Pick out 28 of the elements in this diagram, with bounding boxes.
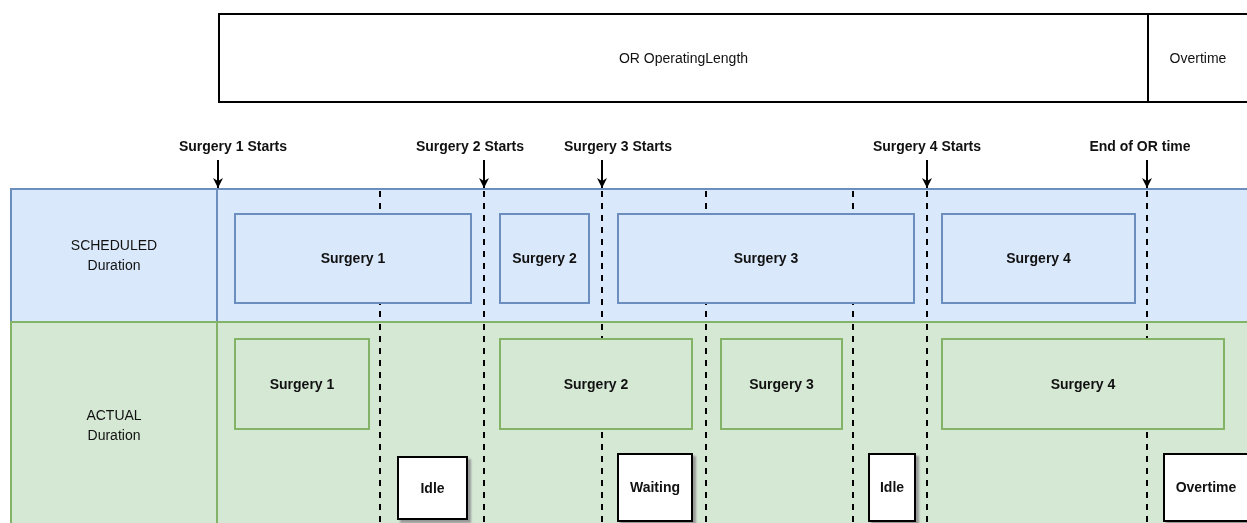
actual-surgery-box: Surgery 1 — [234, 338, 370, 430]
actual-surgery-box: Surgery 2 — [499, 338, 693, 430]
gap-box: Overtime — [1163, 453, 1247, 522]
actual-surgery-box: Surgery 3 — [720, 338, 843, 430]
event-label: Surgery 2 Starts — [396, 136, 544, 156]
event-label: Surgery 3 Starts — [544, 136, 692, 156]
gap-box: Waiting — [617, 453, 693, 522]
swimlane-band — [10, 188, 1247, 323]
lane-label: ACTUAL Duration — [85, 406, 143, 445]
arrow — [597, 159, 607, 189]
arrow — [922, 159, 932, 189]
gap-box: Idle — [868, 453, 916, 522]
gap-box: Idle — [397, 456, 468, 520]
scheduled-surgery-box: Surgery 2 — [499, 213, 590, 304]
timeline-box: OR OperatingLength — [218, 13, 1149, 103]
lane-label: SCHEDULED Duration — [69, 235, 159, 275]
arrow — [1142, 159, 1152, 189]
timeline-box: Overtime — [1147, 13, 1247, 103]
swimlane-band — [10, 321, 1247, 523]
arrow — [213, 159, 223, 189]
event-label: Surgery 4 Starts — [853, 136, 1001, 156]
arrow — [479, 159, 489, 189]
scheduled-surgery-box: Surgery 3 — [617, 213, 915, 304]
actual-surgery-box: Surgery 4 — [941, 338, 1225, 430]
scheduled-surgery-box: Surgery 1 — [234, 213, 472, 304]
scheduled-surgery-box: Surgery 4 — [941, 213, 1136, 304]
event-label: Surgery 1 Starts — [158, 136, 308, 156]
event-label: End of OR time — [1070, 136, 1210, 156]
